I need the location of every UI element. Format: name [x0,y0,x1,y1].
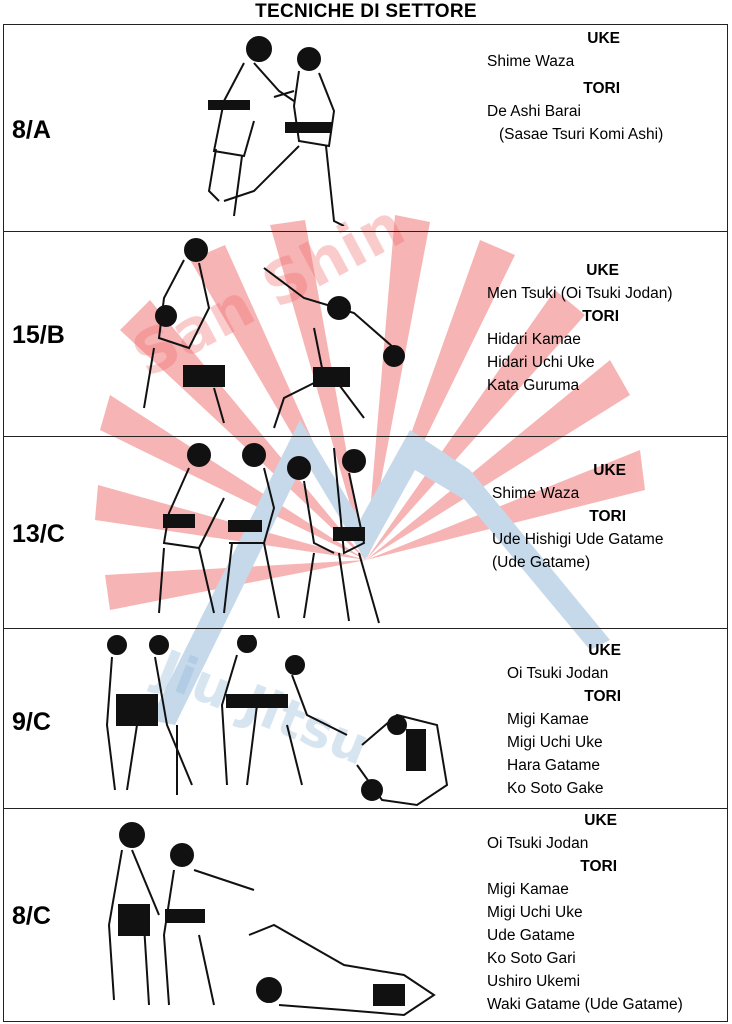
technique-info: UKE Men Tsuki (Oi Tsuki Jodan) TORI Hida… [487,259,699,397]
tori-line: Migi Uchi Uke [487,904,583,921]
tori-line: Ude Hishigi Ude Gatame [492,531,664,548]
tori-line: Migi Uchi Uke [507,734,603,751]
tori-line: (Sasae Tsuri Komi Ashi) [499,126,664,143]
tori-line: Migi Kamae [507,711,589,728]
technique-code: 9/C [12,708,51,736]
tori-line: Ko Soto Gari [487,950,576,967]
technique-row: 15/B UKE Men Tsuki (Oi Tsuki Jodan) TORI… [3,231,728,436]
tori-line: Migi Kamae [487,881,569,898]
tori-heading: TORI [580,858,617,875]
technique-row: 8/A UKE Shime Waza TORI De Ashi Barai (S… [3,24,728,231]
uke-line: Shime Waza [487,53,575,70]
tori-heading: TORI [583,80,620,97]
uke-line: Men Tsuki (Oi Tsuki Jodan) [487,285,673,302]
uke-line: Oi Tsuki Jodan [487,835,589,852]
technique-info: UKE Oi Tsuki Jodan TORI Migi Kamae Migi … [487,809,699,1016]
technique-info: UKE Shime Waza TORI De Ashi Barai (Sasae… [487,27,664,146]
page-title: TECNICHE DI SETTORE [255,1,477,22]
tori-line: Hidari Kamae [487,331,581,348]
uke-line: Shime Waza [492,485,580,502]
technique-illustration [143,238,405,429]
tori-heading: TORI [582,308,619,325]
tori-heading: TORI [589,508,626,525]
technique-code: 15/B [12,321,65,349]
technique-code: 8/A [12,116,51,144]
techniques-table: 8/A UKE Shime Waza TORI De Ashi Barai (S… [3,24,728,1022]
tori-line: Waki Gatame (Ude Gatame) [487,996,683,1013]
technique-illustration [107,822,436,1017]
tori-line: Ushiro Ukemi [487,973,581,990]
uke-heading: UKE [587,30,620,47]
technique-code: 8/C [12,902,51,930]
tori-line: Hidari Uchi Uke [487,354,595,371]
technique-info: UKE Shime Waza TORI Ude Hishigi Ude Gata… [492,459,679,574]
uke-heading: UKE [593,462,626,479]
tori-line: De Ashi Barai [487,103,581,120]
technique-row: 9/C UKE Oi Tsuki Jodan TORI Migi Kamae [3,628,728,808]
uke-heading: UKE [584,812,617,829]
technique-row: 8/C UKE Oi Tsuki Jodan TORI Migi Kamae M… [3,808,728,1022]
tori-line: Ko Soto Gake [507,780,604,797]
technique-code: 13/C [12,520,65,548]
uke-heading: UKE [588,642,621,659]
tori-line: Kata Guruma [487,377,580,394]
technique-illustration [105,635,449,807]
technique-info: UKE Oi Tsuki Jodan TORI Migi Kamae Migi … [507,639,621,800]
tori-line: Ude Gatame [487,927,575,944]
uke-heading: UKE [586,262,619,279]
tori-heading: TORI [584,688,621,705]
technique-illustration [158,443,380,624]
technique-row: 13/C UKE Shime Waza TORI Ude Hishigi Ude… [3,436,728,628]
tori-line: Hara Gatame [507,757,601,774]
uke-line: Oi Tsuki Jodan [507,665,609,682]
technique-illustration [207,36,345,226]
tori-line: (Ude Gatame) [492,554,591,571]
